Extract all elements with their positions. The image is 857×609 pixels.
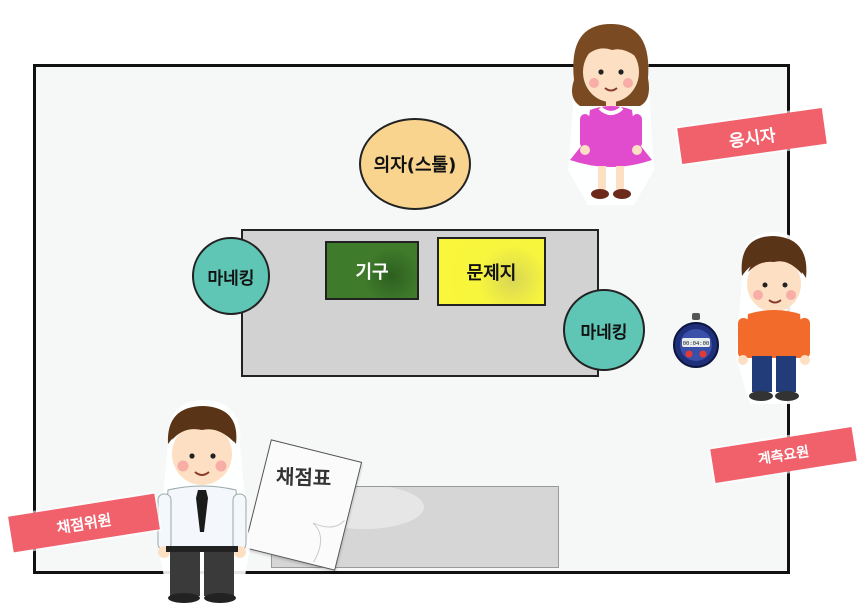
chair-stool: 의자(스툴) (359, 118, 471, 210)
question-sheet-box: 문제지 (437, 237, 546, 306)
question-label: 문제지 (466, 262, 517, 284)
stopwatch-display: 00:04:00 (683, 341, 710, 347)
grader-label: 채점위원 (55, 510, 113, 537)
stopwatch-icon: 00:04:00 (673, 313, 719, 368)
timekeeper-boy-illustration (736, 232, 812, 404)
examinee-girl-illustration (568, 18, 654, 205)
mannequin-right: 마네킹 (563, 289, 645, 371)
mannequin-left-label: 마네킹 (207, 268, 255, 289)
paper-fold (312, 520, 345, 563)
grader-man-illustration (157, 400, 250, 604)
score-sheet: 채점표 (243, 439, 363, 571)
chair-label: 의자(스툴) (373, 155, 457, 176)
timekeeper-label: 계측요원 (756, 444, 811, 468)
tools-box: 기구 (325, 241, 419, 300)
mannequin-left: 마네킹 (192, 237, 270, 315)
examinee-label: 응시자 (727, 125, 777, 152)
mannequin-right-label: 마네킹 (580, 322, 628, 343)
tools-label: 기구 (355, 261, 389, 283)
